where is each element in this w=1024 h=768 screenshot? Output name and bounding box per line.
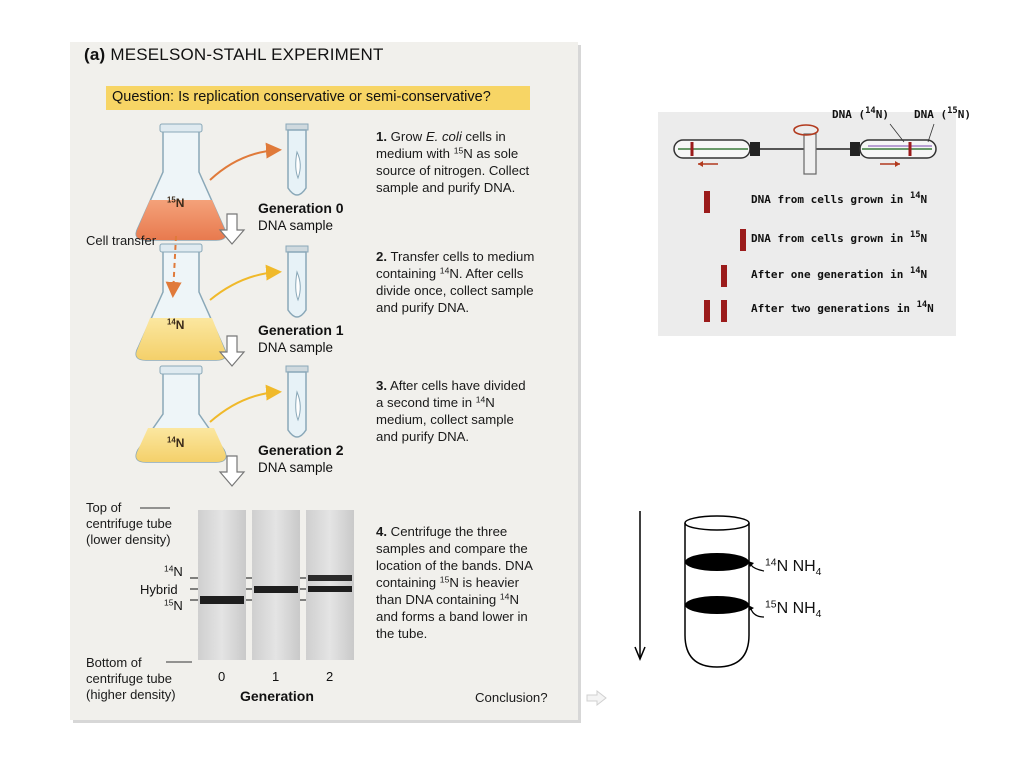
down-arrow-2	[218, 335, 246, 367]
gel-label-14n: 14N	[164, 563, 183, 579]
legend-band-gen1	[721, 265, 727, 287]
band-gen2-hybrid	[308, 586, 352, 592]
legend-row-4: After two generations in 14N	[751, 300, 934, 315]
flask-label-gen2: 14N	[167, 435, 185, 450]
gel-lane-1	[252, 510, 300, 660]
label-15n-nh4: 15N NH4	[765, 599, 822, 621]
step-4-text: 4. Centrifuge the three samples and comp…	[376, 524, 533, 641]
legend-band-gen2-b	[721, 300, 727, 322]
band-gen1-hybrid	[254, 586, 298, 593]
lane-number-2: 2	[326, 669, 334, 684]
arrow-sample-gen0	[209, 142, 282, 181]
conclusion-label: Conclusion?	[475, 690, 548, 705]
step-2-text: 2. Transfer cells to medium containing 1…	[376, 249, 535, 315]
cell-transfer-arrow	[165, 235, 182, 298]
legend-row-2: DNA from cells grown in 15N	[751, 230, 928, 245]
label-14n-nh4: 14N NH4	[765, 557, 822, 579]
test-tube-gen1	[285, 245, 309, 318]
flask-gen1	[135, 243, 227, 361]
legend-row-1: DNA from cells grown in 14N	[751, 191, 928, 206]
flask-gen0	[135, 123, 227, 241]
generation-2-label: Generation 2 DNA sample	[258, 442, 344, 475]
step-3-text: 3. After cells have divided a second tim…	[376, 378, 526, 444]
flask-diagram	[135, 123, 309, 487]
lane-number-1: 1	[272, 669, 280, 684]
centrifuge-gel-image	[140, 507, 354, 663]
generation-1-label: Generation 1 DNA sample	[258, 322, 344, 355]
centrifuge-rotor-diagram	[673, 123, 937, 175]
gel-lane-2	[306, 510, 354, 660]
conclusion-arrow-icon	[586, 690, 607, 706]
flask-gen2	[135, 365, 227, 463]
gel-axis-label: Generation	[240, 688, 314, 704]
legend-band-14n	[704, 191, 710, 213]
gel-top-label: Top of centrifuge tube (lower density)	[86, 500, 173, 547]
generation-0-label: Generation 0 DNA sample	[258, 200, 344, 233]
gel-bottom-label: Bottom of centrifuge tube (higher densit…	[86, 655, 176, 702]
density-gradient-tube	[634, 511, 765, 668]
down-arrow-1	[218, 213, 246, 245]
cell-transfer-label: Cell transfer	[86, 233, 157, 248]
panel-title: (a) MESELSON-STAHL EXPERIMENT	[84, 45, 384, 64]
test-tube-gen2	[285, 365, 309, 438]
legend-row-3: After one generation in 14N	[751, 266, 928, 281]
lane-number-0: 0	[218, 669, 226, 684]
gel-label-15n: 15N	[164, 597, 183, 613]
gel-label-hybrid: Hybrid	[140, 582, 178, 597]
down-arrow-3	[218, 455, 246, 487]
legend-band-15n	[740, 229, 746, 251]
gel-lane-0	[198, 510, 246, 660]
question-text: Question: Is replication conservative or…	[112, 89, 491, 105]
arrow-sample-gen1	[209, 264, 282, 301]
flask-label-gen1: 14N	[167, 317, 185, 332]
band-gen0-15n	[200, 596, 244, 604]
test-tube-gen0	[285, 123, 309, 196]
legend-band-gen2-a	[704, 300, 710, 322]
arrow-sample-gen2	[209, 384, 282, 423]
step-1-text: 1. Grow E. coli cells in medium with 15N…	[376, 129, 530, 195]
label-dna-15n: DNA (15N)	[914, 106, 971, 121]
label-dna-14n: DNA (14N)	[832, 106, 889, 121]
band-15n-nh4	[685, 596, 749, 614]
band-14n-nh4	[685, 553, 749, 571]
question-highlight	[106, 86, 530, 110]
flask-label-gen0: 15N	[167, 195, 185, 210]
band-gen2-14n	[308, 575, 352, 581]
